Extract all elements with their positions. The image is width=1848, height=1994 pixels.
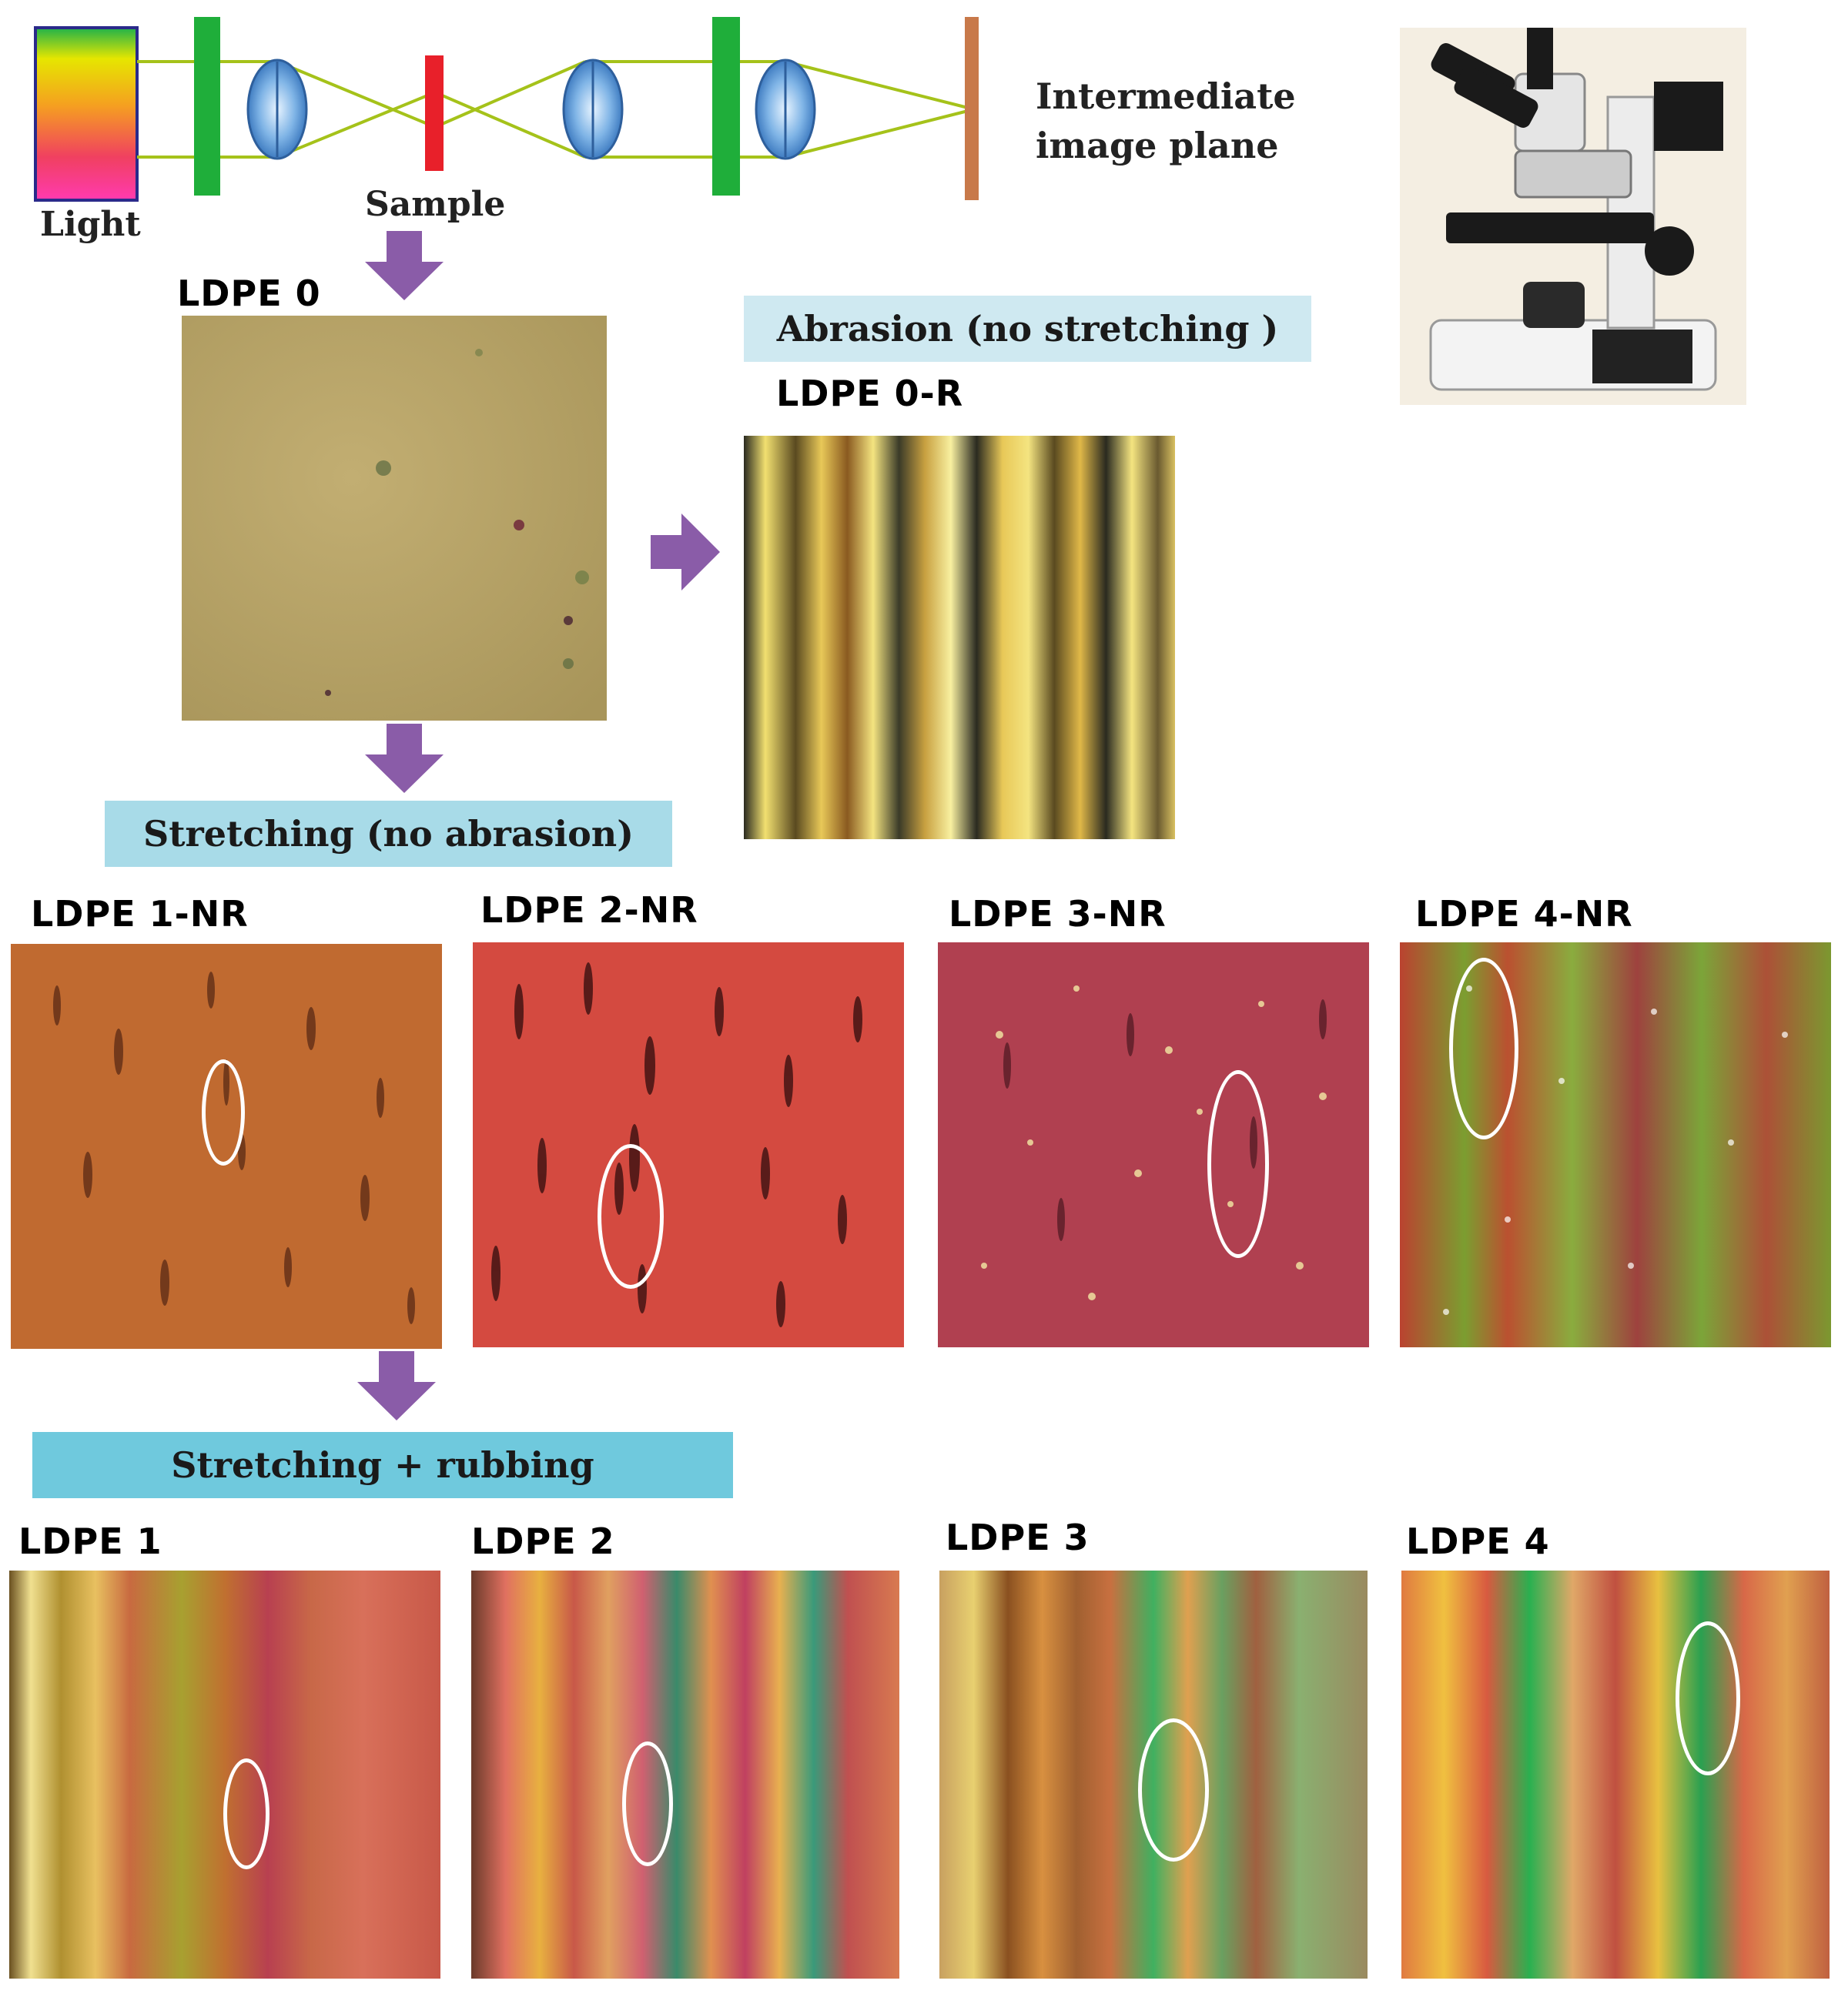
ldpe3nr-label: LDPE 3-NR xyxy=(949,893,1167,935)
ldpe2nr-label: LDPE 2-NR xyxy=(480,889,698,931)
ldpe1-label: LDPE 1 xyxy=(18,1521,162,1562)
ldpe4-micrograph xyxy=(1401,1571,1830,1979)
lens-2 xyxy=(562,59,624,160)
ldpe0r-micrograph xyxy=(744,436,1175,839)
image-plane-label-line2: image plane xyxy=(1036,125,1279,166)
ldpe2nr-micrograph xyxy=(473,942,904,1347)
ldpe2-label: LDPE 2 xyxy=(471,1521,615,1562)
ldpe3-micrograph xyxy=(939,1571,1368,1979)
ldpe1nr-micrograph xyxy=(11,944,442,1349)
ldpe3nr-micrograph xyxy=(938,942,1369,1347)
ldpe0-label: LDPE 0 xyxy=(177,273,321,314)
ldpe3-label: LDPE 3 xyxy=(946,1517,1090,1558)
right-arrow-icon xyxy=(651,514,720,591)
ldpe4-label: LDPE 4 xyxy=(1406,1521,1550,1562)
light-source xyxy=(34,26,139,202)
down-arrow-icon xyxy=(365,724,444,793)
sample-label: Sample xyxy=(365,185,506,224)
abrasion-banner: Abrasion (no stretching ) xyxy=(744,296,1311,362)
ldpe4nr-micrograph xyxy=(1400,942,1831,1347)
green-filter-1 xyxy=(194,17,220,196)
defect-highlight-ellipse xyxy=(1207,1070,1269,1258)
ldpe1nr-label: LDPE 1-NR xyxy=(31,893,249,935)
image-plane-label-line1: Intermediate xyxy=(1036,75,1296,117)
defect-highlight-ellipse xyxy=(1449,958,1518,1139)
defect-highlight-ellipse xyxy=(223,1758,270,1869)
ldpe4nr-label: LDPE 4-NR xyxy=(1415,893,1633,935)
defect-highlight-ellipse xyxy=(202,1059,245,1166)
ldpe0r-label: LDPE 0-R xyxy=(776,373,964,414)
defect-highlight-ellipse xyxy=(598,1144,664,1289)
ldpe2-micrograph xyxy=(471,1571,899,1979)
lens-1 xyxy=(246,59,308,160)
microscope-photo-icon xyxy=(1400,28,1746,405)
sample-slide xyxy=(425,55,444,171)
stretching-banner: Stretching (no abrasion) xyxy=(105,801,672,867)
down-arrow-icon xyxy=(357,1351,436,1420)
image-plane xyxy=(965,17,979,200)
lens-3 xyxy=(755,59,816,160)
optical-path-diagram xyxy=(34,17,979,202)
defect-highlight-ellipse xyxy=(622,1741,673,1866)
light-label: Light xyxy=(40,205,141,244)
defect-highlight-ellipse xyxy=(1676,1621,1740,1775)
defect-highlight-ellipse xyxy=(1138,1718,1209,1862)
light-rays xyxy=(137,60,975,159)
ldpe1-micrograph xyxy=(9,1571,440,1979)
stretch-rub-banner: Stretching + rubbing xyxy=(32,1432,733,1498)
down-arrow-icon xyxy=(365,231,444,300)
green-filter-2 xyxy=(712,17,740,196)
ldpe0-micrograph xyxy=(182,316,607,721)
